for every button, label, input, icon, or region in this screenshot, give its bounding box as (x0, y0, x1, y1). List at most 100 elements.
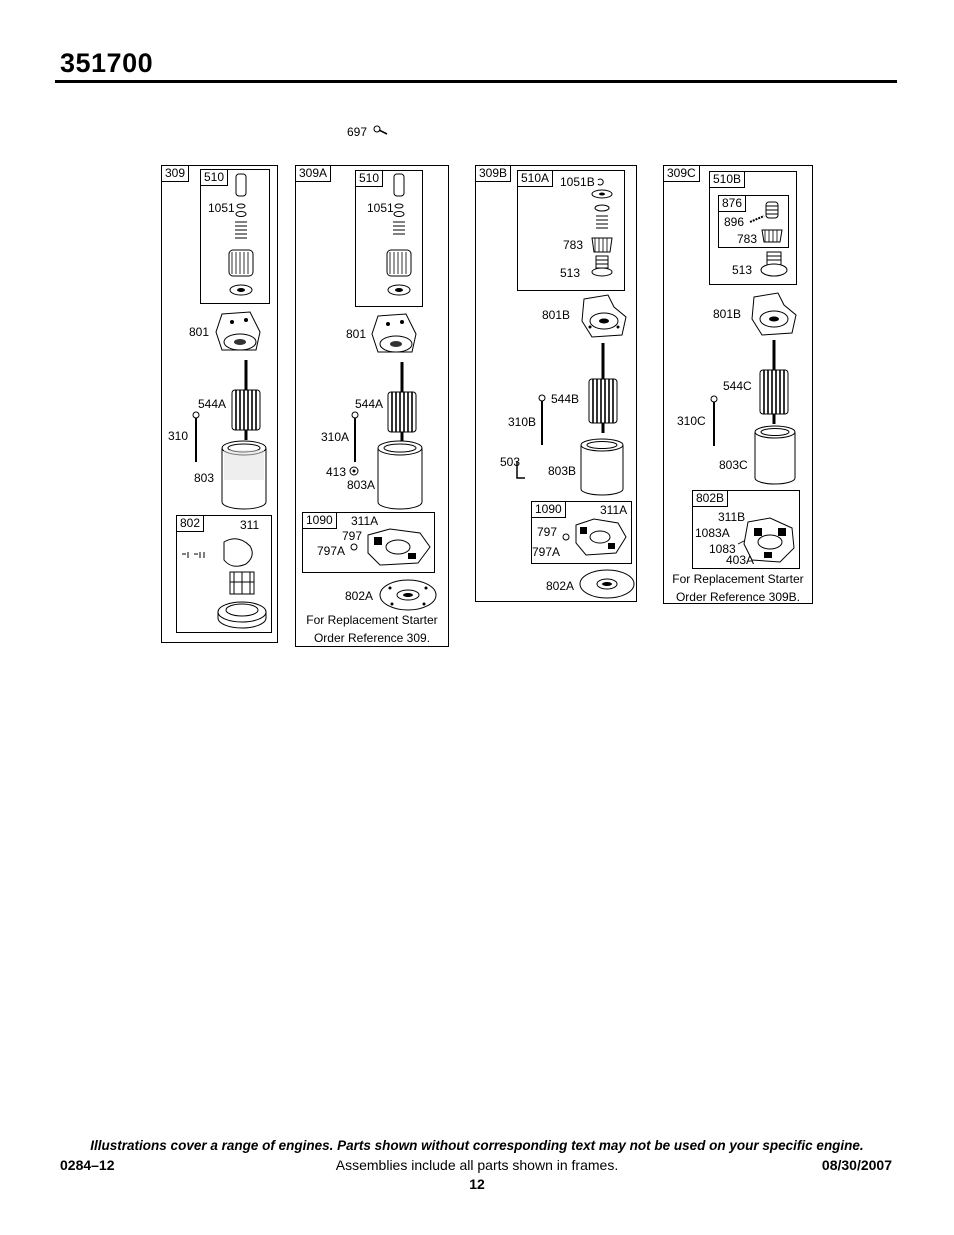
part-label-311: 311 (240, 518, 260, 532)
subframe-label-510-A: 510 (355, 170, 384, 187)
subframe-1090 (302, 512, 435, 573)
part-label-311A-B: 311A (600, 503, 628, 517)
armature-544A-icon (231, 360, 261, 440)
part-label-311A: 311A (351, 514, 379, 528)
bracket-503-icon (516, 462, 525, 479)
part-label-783-B: 783 (563, 238, 584, 252)
frame-label-309B: 309B (475, 165, 512, 182)
footer-assemblies-note: Assemblies include all parts shown in fr… (335, 1157, 619, 1173)
end-cap-802A-icon (379, 579, 437, 611)
part-label-803: 803 (194, 471, 215, 485)
frame-309 (161, 165, 278, 643)
part-label-801: 801 (189, 325, 210, 339)
part-label-802A-B: 802A (546, 579, 575, 593)
part-label-797A: 797A (317, 544, 346, 558)
subframe-802B (692, 490, 800, 569)
part-label-413: 413 (326, 465, 347, 479)
subframe-label-876: 876 (718, 195, 747, 212)
armature-544A-A-icon (387, 362, 417, 442)
subframe-label-802B: 802B (692, 490, 729, 507)
gear-513-icon (760, 251, 788, 277)
frame-label-309: 309 (161, 165, 190, 182)
part-label-1051: 1051 (208, 201, 235, 215)
frame-label-309A: 309A (295, 165, 332, 182)
drive-assembly-icon (228, 173, 254, 296)
part-label-544A: 544A (198, 397, 227, 411)
subframe-876 (718, 195, 789, 248)
frame-label-309C: 309C (663, 165, 700, 182)
footer-code: 0284–12 (60, 1157, 115, 1173)
note-309A-line1: For Replacement Starter (306, 613, 438, 627)
end-cap-802A-B-icon (579, 569, 635, 599)
subframe-510A (517, 170, 625, 291)
housing-803B-icon (580, 438, 624, 496)
brush-holder-1090-B-icon (562, 518, 627, 556)
frame-309B (475, 165, 637, 602)
bolt-310A-icon (351, 411, 359, 462)
armature-544C-icon (759, 340, 789, 424)
part-label-310: 310 (168, 429, 189, 443)
part-label-803C: 803C (719, 458, 748, 472)
footer-disclaimer: Illustrations cover a range of engines. … (90, 1138, 864, 1153)
part-label-896: 896 (724, 215, 745, 229)
end-plate-801B-icon (581, 294, 627, 338)
page-title: 351700 (60, 48, 154, 78)
bolt-310-icon (192, 411, 200, 462)
part-label-797-B: 797 (537, 525, 558, 539)
bolt-310C-icon (710, 395, 718, 446)
part-label-310B: 310B (508, 415, 537, 429)
pinion-876-icon (749, 201, 783, 243)
footer-date: 08/30/2007 (821, 1157, 892, 1173)
part-label-783-C: 783 (737, 232, 758, 246)
subframe-label-510A: 510A (517, 170, 554, 187)
housing-803A-icon (377, 440, 423, 510)
part-label-544C: 544C (723, 379, 752, 393)
brush-plate-802-icon (182, 538, 267, 629)
brush-plate-802B-icon (737, 517, 795, 563)
frame-309C (663, 165, 813, 604)
part-label-1051B: 1051B (560, 175, 595, 189)
page-number: 12 (469, 1176, 485, 1192)
header-rule (55, 80, 897, 83)
part-label-802A: 802A (345, 589, 374, 603)
brush-holder-1090-icon (350, 528, 431, 566)
housing-803-icon (221, 440, 267, 510)
part-label-797A-B: 797A (532, 545, 561, 559)
part-label-697: 697 (347, 125, 368, 139)
frame-309A (295, 165, 449, 647)
subframe-label-510: 510 (200, 169, 229, 186)
bolt-310B-icon (538, 394, 546, 445)
end-plate-801B-C-icon (751, 292, 797, 336)
subframe-510 (200, 169, 270, 304)
part-label-544B: 544B (551, 392, 580, 406)
part-label-803B: 803B (548, 464, 577, 478)
subframe-510-A (355, 170, 423, 307)
part-label-513-C: 513 (732, 263, 753, 277)
screw-697-icon (373, 125, 388, 135)
part-label-801B-C: 801B (713, 307, 742, 321)
end-plate-801-A-icon (371, 313, 417, 353)
part-label-801-A: 801 (346, 327, 367, 341)
nut-413-icon (349, 466, 359, 476)
part-label-513-B: 513 (560, 266, 581, 280)
part-label-544A-A: 544A (355, 397, 384, 411)
subframe-label-1090: 1090 (302, 512, 337, 529)
drive-assembly-A-icon (386, 173, 412, 296)
subframe-label-802: 802 (176, 515, 205, 532)
part-label-310A: 310A (321, 430, 350, 444)
part-label-1083: 1083 (709, 542, 736, 556)
part-label-801B: 801B (542, 308, 571, 322)
subframe-510B (709, 171, 797, 285)
part-label-1083A: 1083A (695, 526, 730, 540)
housing-803C-icon (754, 425, 796, 485)
subframe-802 (176, 515, 272, 633)
part-label-803A: 803A (347, 478, 376, 492)
subframe-1090-B (531, 501, 632, 564)
part-label-797: 797 (342, 529, 363, 543)
note-309A-line2: Order Reference 309. (313, 631, 431, 645)
note-309C-line2: Order Reference 309B. (675, 590, 801, 604)
drive-assembly-510A-icon (591, 178, 613, 277)
part-label-503: 503 (500, 455, 521, 469)
part-label-310C: 310C (677, 414, 706, 428)
part-label-311B: 311B (718, 510, 746, 524)
